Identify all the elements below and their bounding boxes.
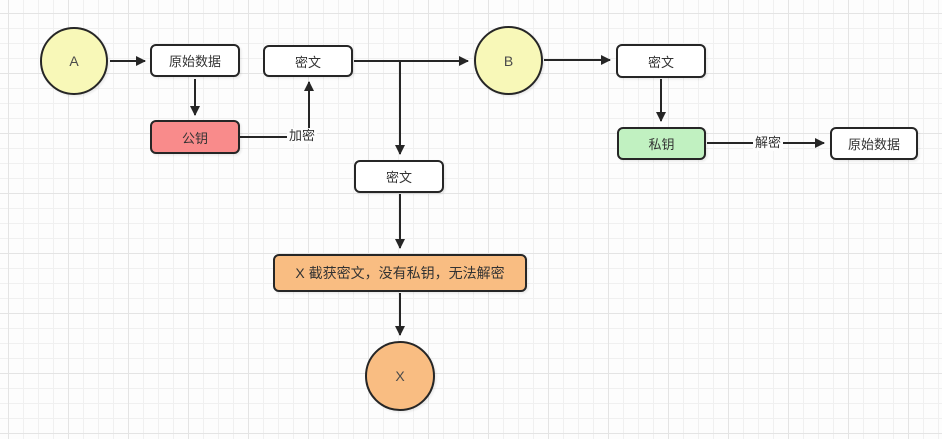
node-label: B	[503, 52, 514, 69]
node-label: X	[395, 368, 405, 384]
node-label: 密文	[385, 170, 412, 185]
node-label: X 截获密文，没有私钥，无法解密	[295, 265, 505, 281]
node-label: 密文	[294, 54, 321, 70]
node-private-key[interactable]: 私钥	[617, 127, 706, 160]
node-label: 公钥	[181, 130, 208, 146]
node-intercept-note[interactable]: X 截获密文，没有私钥，无法解密	[273, 254, 527, 292]
edge-label-encrypt: 加密	[287, 128, 318, 144]
node-label: 原始数据	[168, 54, 221, 69]
node-label: 原始数据	[847, 137, 900, 152]
node-cipher-2[interactable]: 密文	[354, 160, 444, 193]
node-original-data-1[interactable]: 原始数据	[150, 44, 240, 77]
node-actor-b[interactable]: B	[474, 26, 543, 95]
node-label: A	[69, 53, 79, 69]
node-actor-a[interactable]: A	[40, 27, 108, 95]
node-label: 密文	[647, 54, 674, 70]
edge-label-decrypt: 解密	[753, 135, 784, 151]
node-cipher-1[interactable]: 密文	[263, 45, 353, 77]
node-public-key[interactable]: 公钥	[150, 120, 240, 154]
node-label: 私钥	[648, 137, 675, 152]
node-cipher-3[interactable]: 密文	[616, 44, 706, 78]
node-actor-x[interactable]: X	[365, 341, 435, 411]
node-original-data-2[interactable]: 原始数据	[830, 127, 918, 160]
